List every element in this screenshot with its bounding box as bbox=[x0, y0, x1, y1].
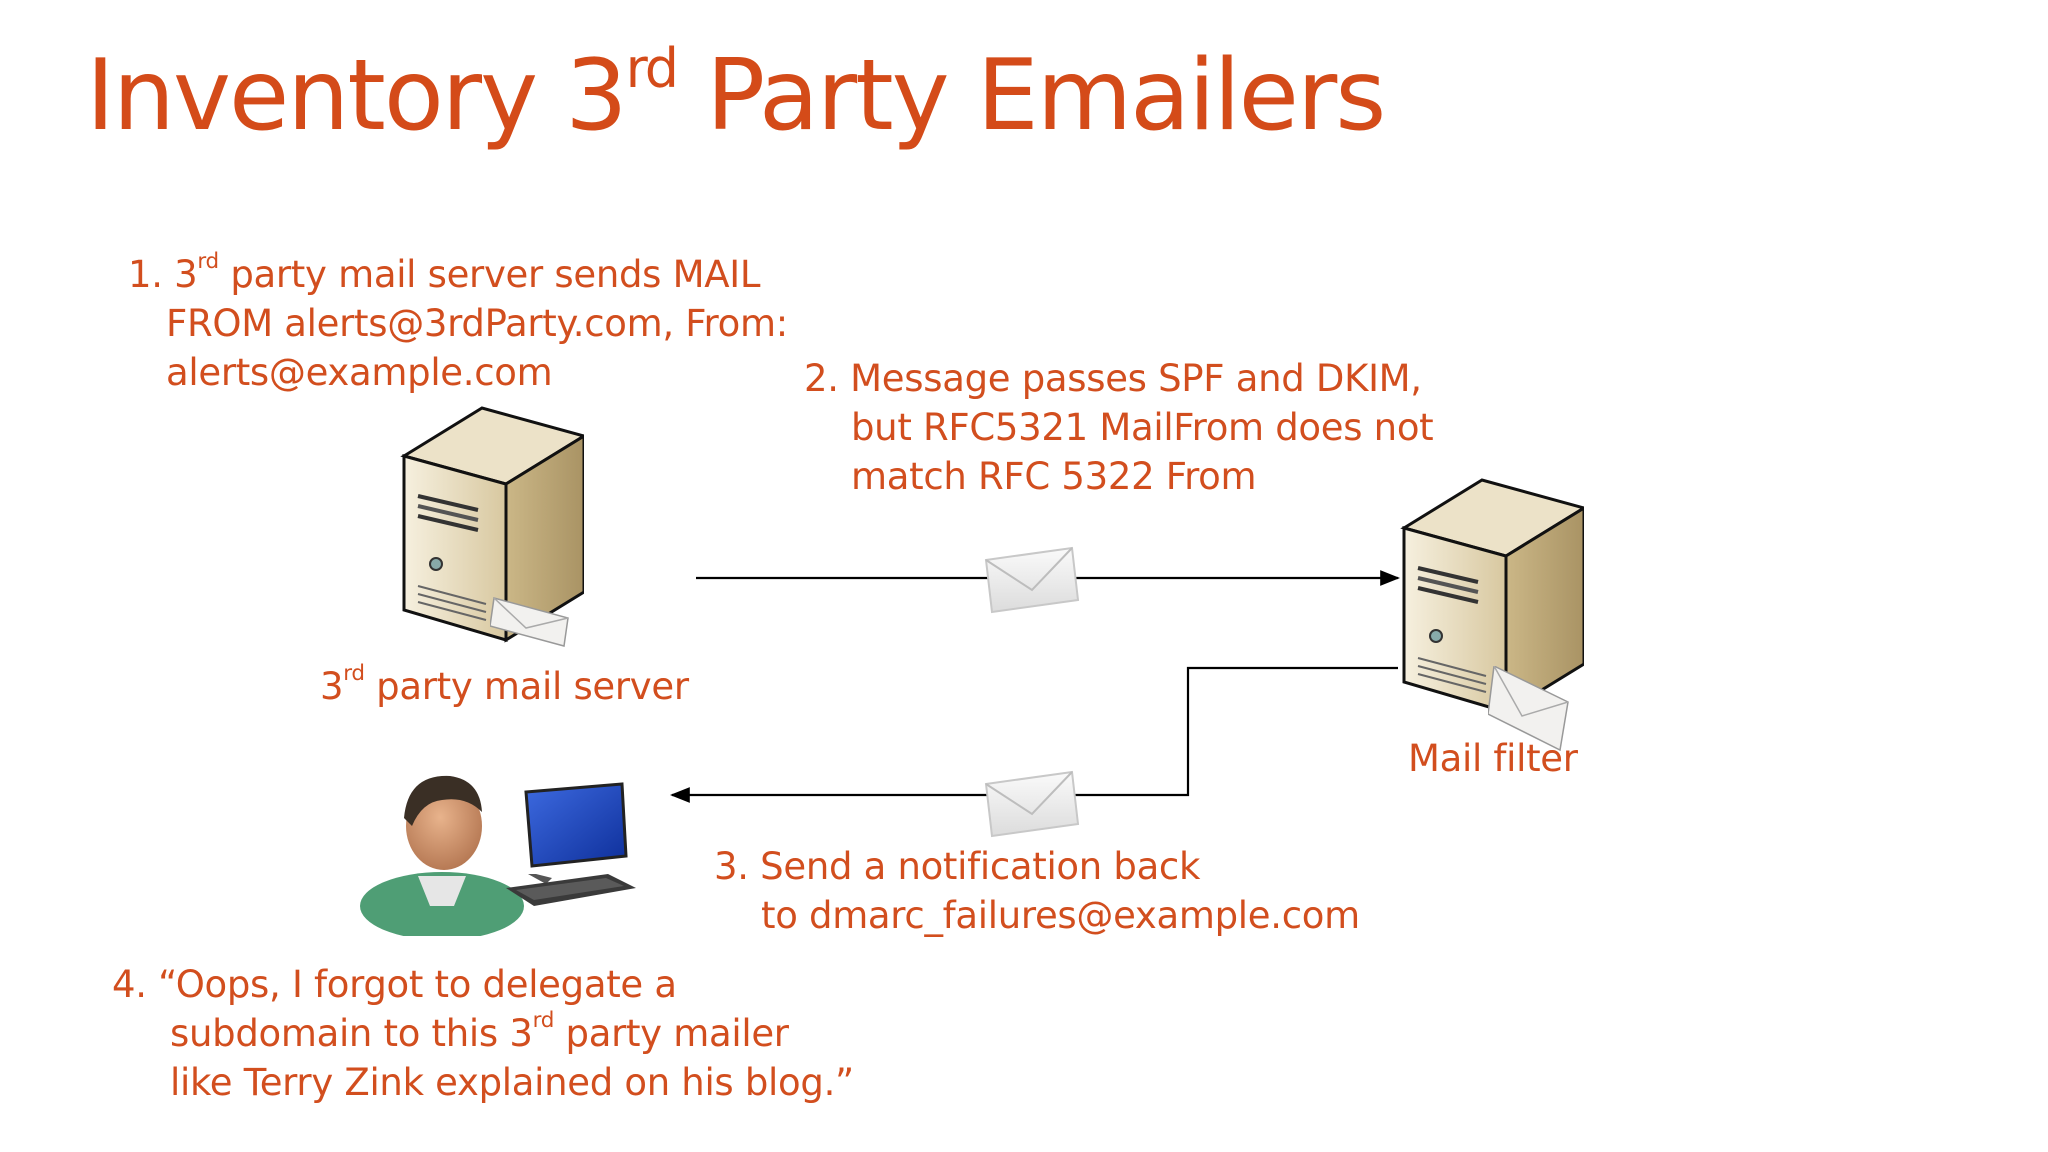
sender-server-icon bbox=[400, 406, 584, 643]
mail-filter-server-icon bbox=[1400, 478, 1584, 715]
step1-text: 1. 3rd party mail server sends MAIL FROM… bbox=[128, 250, 788, 397]
sender-label: 3rd party mail server bbox=[320, 661, 689, 708]
step1-line2: FROM alerts@3rdParty.com, From: bbox=[166, 302, 788, 345]
step2-line3: match RFC 5322 From bbox=[851, 455, 1257, 498]
outbound-envelope-icon bbox=[984, 546, 1080, 614]
step2-text: 2. Message passes SPF and DKIM, but RFC5… bbox=[804, 354, 1434, 501]
return-envelope-icon bbox=[984, 770, 1080, 838]
arrow-back-to-admin bbox=[670, 666, 1398, 803]
step1-line1: 1. 3rd party mail server sends MAIL bbox=[128, 249, 761, 296]
step3-line2: to dmarc_failures@example.com bbox=[761, 894, 1360, 937]
step4-line2: subdomain to this 3rd party mailer bbox=[170, 1008, 789, 1055]
step2-line2: but RFC5321 MailFrom does not bbox=[851, 406, 1434, 449]
slide-title: Inventory 3rd Party Emailers bbox=[86, 37, 1386, 153]
admin-user-at-computer-icon bbox=[360, 775, 636, 936]
step4-text: 4. “Oops, I forgot to delegate a subdoma… bbox=[112, 960, 854, 1107]
sender-envelope-icon bbox=[490, 597, 569, 647]
step2-line1: 2. Message passes SPF and DKIM, bbox=[804, 357, 1422, 400]
step4-line3: like Terry Zink explained on his blog.” bbox=[170, 1061, 854, 1104]
step3-line1: 3. Send a notification back bbox=[714, 845, 1201, 888]
step1-line3: alerts@example.com bbox=[166, 351, 553, 394]
filter-envelope-icon bbox=[1488, 666, 1569, 752]
step4-line1: 4. “Oops, I forgot to delegate a bbox=[112, 963, 677, 1006]
mail-filter-label: Mail filter bbox=[1408, 737, 1578, 780]
step3-text: 3. Send a notification back to dmarc_fai… bbox=[714, 842, 1360, 940]
